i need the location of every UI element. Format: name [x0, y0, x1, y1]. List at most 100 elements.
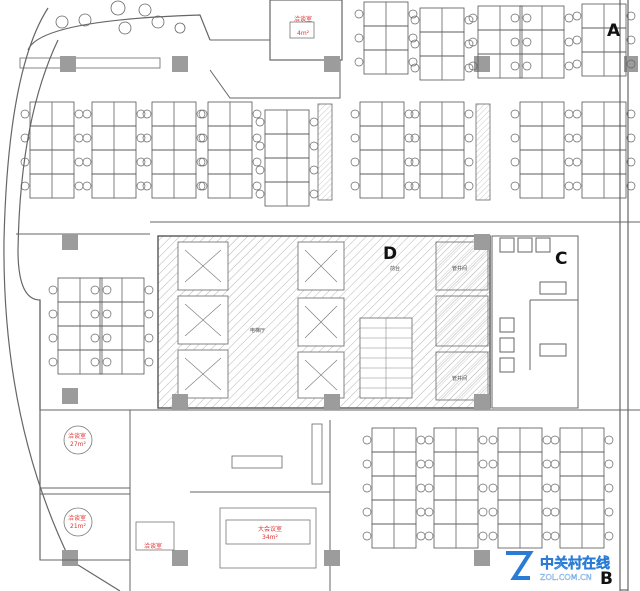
desk: [113, 101, 137, 127]
chair: [564, 133, 574, 143]
chair: [354, 57, 364, 67]
chair: [136, 109, 146, 119]
desk: [91, 173, 115, 199]
chair: [362, 507, 372, 517]
chair: [550, 531, 560, 541]
chair: [564, 61, 574, 71]
desk: [559, 451, 583, 477]
chair: [252, 181, 262, 191]
chair: [136, 157, 146, 167]
chair: [564, 157, 574, 167]
chair: [102, 357, 112, 367]
desk: [581, 475, 605, 501]
chair: [408, 33, 418, 43]
chair: [468, 61, 478, 71]
chair: [572, 157, 582, 167]
chair: [626, 35, 636, 45]
chair: [142, 133, 152, 143]
desk: [581, 499, 605, 525]
chair: [488, 459, 498, 469]
desk: [559, 523, 583, 549]
desk: [441, 55, 465, 81]
watermark-brand: 中关村在线: [540, 555, 610, 572]
chair: [416, 483, 426, 493]
lobby-label: 电梯厅: [250, 327, 265, 334]
chair: [354, 9, 364, 19]
desk: [264, 109, 288, 135]
chair: [90, 285, 100, 295]
chair: [572, 133, 582, 143]
desk: [541, 149, 565, 175]
room-r2-label: 管井间: [452, 375, 467, 382]
chair: [102, 309, 112, 319]
meeting-left1-label: 洽谈室: [68, 432, 86, 440]
desk: [113, 173, 137, 199]
chair: [350, 181, 360, 191]
desk-cluster: [572, 3, 636, 77]
chair: [564, 37, 574, 47]
chair: [142, 181, 152, 191]
workstations: [20, 1, 636, 549]
desk: [559, 475, 583, 501]
exterior-walls: [3, 0, 629, 591]
chair: [464, 133, 474, 143]
chair: [626, 181, 636, 191]
chair: [136, 133, 146, 143]
meeting-left2-label: 洽谈室: [68, 514, 86, 522]
desk: [603, 173, 627, 199]
desk: [603, 101, 627, 127]
chair: [424, 459, 434, 469]
desk: [57, 301, 81, 327]
chair: [350, 133, 360, 143]
chair: [604, 435, 614, 445]
chair: [404, 109, 414, 119]
chair: [416, 435, 426, 445]
zone-label-d: D: [383, 244, 397, 264]
top-meeting-room: 洽谈室 4m²: [269, 0, 343, 61]
desk: [363, 25, 387, 51]
chair: [416, 507, 426, 517]
desk: [393, 451, 417, 477]
desk: [151, 125, 175, 151]
desk: [519, 149, 543, 175]
chair: [252, 157, 262, 167]
desk: [581, 451, 605, 477]
desk-cluster: [48, 277, 112, 375]
desk: [91, 101, 115, 127]
chair: [82, 181, 92, 191]
desk: [121, 325, 145, 351]
chair: [362, 459, 372, 469]
desk: [173, 101, 197, 127]
chair: [542, 531, 552, 541]
chair: [354, 33, 364, 43]
chair: [74, 181, 84, 191]
chair: [74, 109, 84, 119]
chair: [510, 157, 520, 167]
desk-cluster: [510, 5, 574, 79]
partition: [475, 103, 491, 201]
desk: [113, 149, 137, 175]
chair: [410, 63, 420, 73]
meeting-top-label: 洽谈室: [294, 15, 312, 23]
chair: [255, 117, 265, 127]
chair: [488, 483, 498, 493]
desk: [559, 499, 583, 525]
chair: [136, 181, 146, 191]
chair: [424, 435, 434, 445]
desk: [603, 51, 627, 77]
desk: [286, 181, 310, 207]
chair: [488, 435, 498, 445]
desk: [57, 277, 81, 303]
desk: [519, 451, 543, 477]
chair: [252, 133, 262, 143]
desk: [559, 427, 583, 453]
desk: [581, 523, 605, 549]
desk: [455, 427, 479, 453]
chair: [510, 37, 520, 47]
desk: [371, 499, 395, 525]
chair: [604, 459, 614, 469]
watermark-url: ZOL.COM.CN: [540, 573, 592, 582]
chair: [626, 157, 636, 167]
desk: [173, 173, 197, 199]
